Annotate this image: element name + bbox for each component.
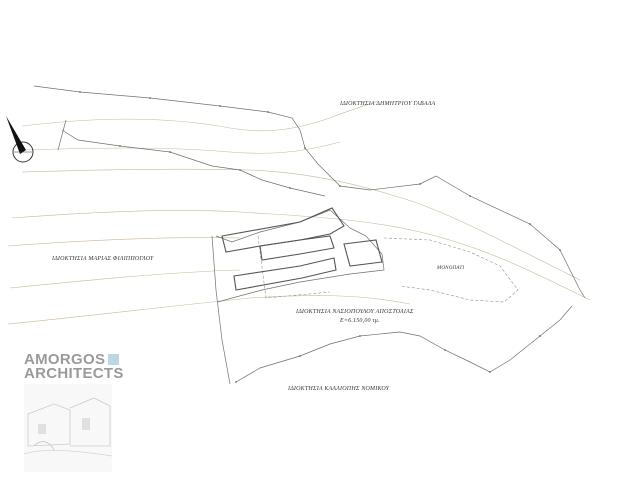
brand-accent-square bbox=[108, 354, 120, 365]
contour-lines bbox=[7, 100, 591, 325]
owner-label-nasiopoulou: ΙΔΙΟΚΤΗΣΙΑ ΝΑΣΙΟΠΟΥΛΟΥ ΑΠΟΣΤΟΛΙΑΣ bbox=[296, 309, 414, 315]
footpath-label: ΜΟΝΟΠΑΤΙ bbox=[437, 266, 465, 271]
owner-label-dimitriou: ΙΔΙΟΚΤΗΣΙΑ ΔΗΜΗΤΡΙΟΥ ΓΑΒΑΛΑ bbox=[340, 101, 436, 107]
brand-line-1: AMORGOS bbox=[24, 351, 106, 368]
brand-photo-sketch bbox=[23, 384, 113, 472]
area-label: Ε=6.150,00 τμ. bbox=[340, 318, 380, 324]
brand-logo: AMORGOS ARCHITECTS bbox=[24, 351, 124, 382]
property-boundaries bbox=[33, 85, 586, 385]
footpath bbox=[257, 235, 519, 303]
owner-label-filippogl: ΙΔΙΟΚΤΗΣΙΑ ΜΑΡΙΑΣ ΦΙΛΙΠΠΟΓΛΟΥ bbox=[52, 256, 154, 262]
building-outlines bbox=[221, 207, 383, 291]
brand-line-2: ARCHITECTS bbox=[24, 365, 124, 382]
owner-label-nomikou: ΙΔΙΟΚΤΗΣΙΑ ΚΑΛΛΙΟΠΗΣ ΝΟΜΙΚΟΥ bbox=[288, 386, 390, 392]
north-arrow-icon bbox=[6, 116, 34, 163]
survey-points bbox=[79, 91, 561, 383]
